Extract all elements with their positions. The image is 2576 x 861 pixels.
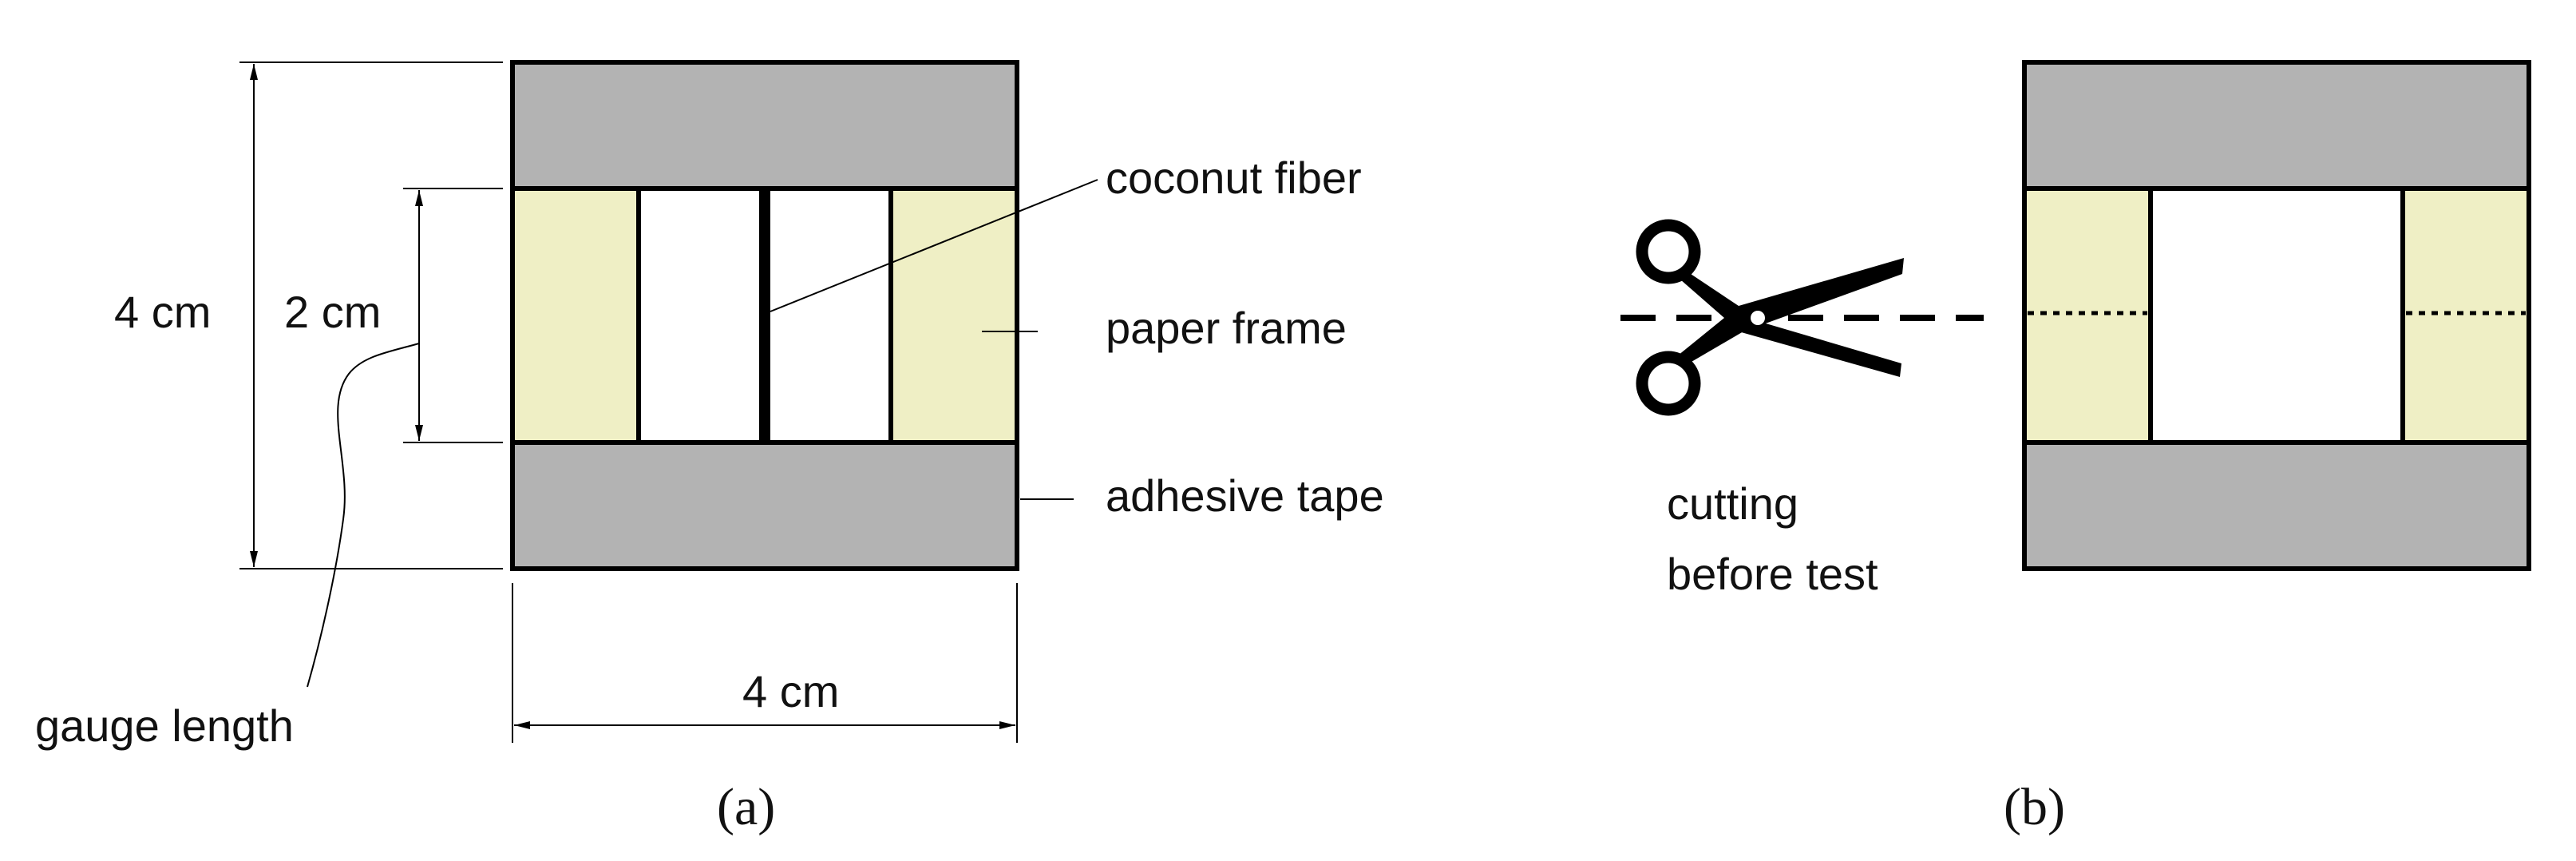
paper-frame-right [888,186,1019,445]
panel-b: cutting before test (b) [1620,60,2531,836]
dimension-label-width: 4 cm [742,666,839,716]
adhesive-tape-top [510,60,1019,191]
paper-frame-left [510,186,641,445]
scissors-icon [1636,219,1904,416]
label-adhesive-tape: adhesive tape [1106,470,1384,521]
panel-a: 4 cm 2 cm 4 cm coconut fiber paper frame… [35,60,1384,836]
paper-frame-right-b [2400,186,2531,445]
paper-frame-left-b [2022,186,2153,445]
label-cutting: cutting [1667,478,1798,529]
adhesive-tape-top-b [2022,60,2531,191]
label-before-test: before test [1667,549,1878,599]
leader-fiber [770,179,1098,312]
leader-gauge [307,343,420,688]
dimension-label-height-gauge: 2 cm [284,287,381,337]
dimension-label-height-outer: 4 cm [114,287,211,337]
label-coconut-fiber: coconut fiber [1106,153,1362,203]
label-gauge-length: gauge length [35,700,294,751]
caption-a: (a) [717,778,775,836]
frame-window-b [2148,186,2405,445]
adhesive-tape-bottom-b [2022,440,2531,571]
label-paper-frame: paper frame [1106,303,1347,353]
adhesive-tape-bottom [510,440,1019,571]
caption-b: (b) [2004,778,2065,836]
